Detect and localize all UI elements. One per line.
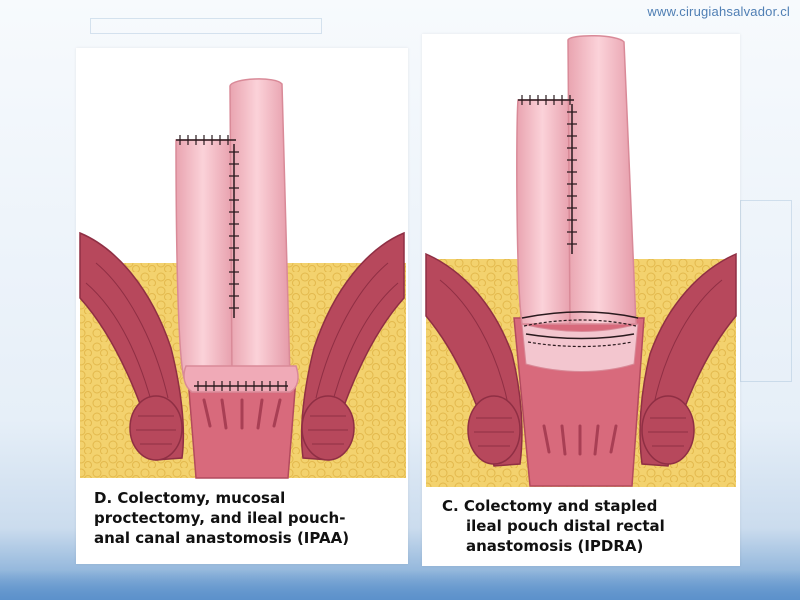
ipdra-illustration-panel: C. Colectomy and stapled ileal pouch dis… [422,34,740,566]
ileal-pouch-long-limb [229,78,291,379]
ipdra-caption: C. Colectomy and stapled ileal pouch dis… [442,496,738,556]
ileal-pouch-short-limb [516,99,575,325]
sphincter-left [129,395,183,461]
site-watermark: www.cirugiahsalvador.cl [647,4,790,19]
pouch-base [183,365,299,393]
caption-line: D. Colectomy, mucosal [94,489,286,507]
ipaa-anatomy-illustration [79,78,406,479]
caption-line: proctectomy, and ileal pouch- [94,509,346,527]
ipaa-illustration-panel: D. Colectomy, mucosal proctectomy, and i… [76,48,408,564]
sphincter-left [467,395,521,465]
caption-line: anal canal anastomosis (IPAA) [94,529,350,547]
ileal-pouch-short-limb [175,139,237,379]
caption-line: C. Colectomy and stapled [442,497,658,515]
stapled-anastomosis-upper [521,311,639,319]
caption-line: ileal pouch distal rectal [466,517,665,535]
ileal-pouch-long-limb [567,34,637,325]
stapled-anastomosis-lower [525,333,635,340]
sphincter-right [641,395,695,465]
ipaa-caption: D. Colectomy, mucosal proctectomy, and i… [94,488,406,548]
sphincter-right [301,395,355,461]
caption-line: anastomosis (IPDRA) [466,537,644,555]
bottom-decor-band [0,570,800,600]
ipdra-anatomy-illustration [425,34,737,487]
